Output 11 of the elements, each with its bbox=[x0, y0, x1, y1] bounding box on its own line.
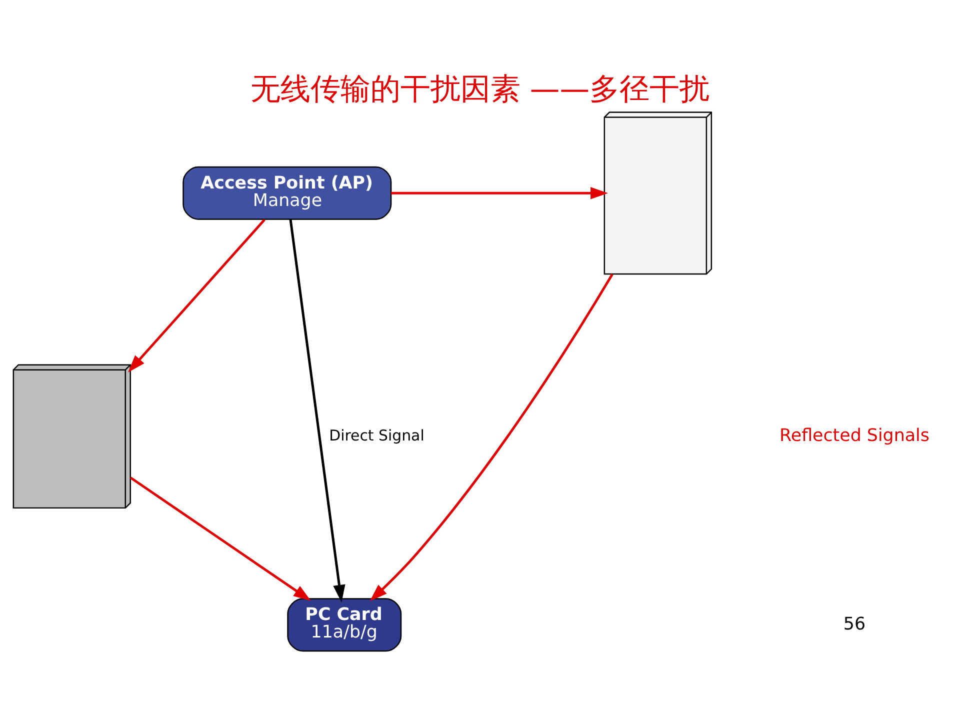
label: 56 bbox=[843, 614, 866, 634]
node-box: Access Point (AP) Manage bbox=[182, 166, 392, 220]
arrow bbox=[128, 218, 266, 372]
label: Reflected Signals bbox=[780, 426, 930, 446]
arrow bbox=[370, 273, 614, 601]
arrow bbox=[289, 218, 346, 602]
arrow bbox=[130, 476, 311, 600]
arrow bbox=[391, 186, 608, 199]
node-box: PC Card 11a/b/g bbox=[287, 598, 402, 652]
diagram-title: 无线传输的干扰因素 ——多径干扰 bbox=[250, 71, 710, 106]
edge-label: Direct Signal bbox=[329, 426, 424, 444]
